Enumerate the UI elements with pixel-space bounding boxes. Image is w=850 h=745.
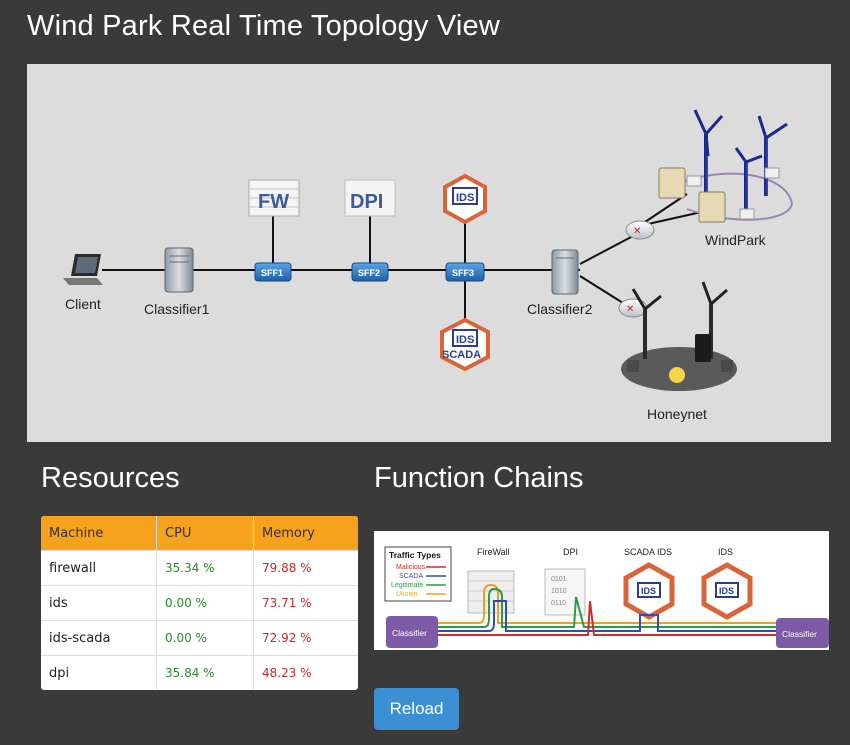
legend-item: Ukown (396, 591, 446, 598)
fw-label: FW (258, 191, 289, 213)
memory-cell: 72.92 % (253, 620, 358, 656)
table-row: firewall 35.34 % 79.88 % (41, 550, 358, 586)
function-chains-title: Function Chains (374, 462, 584, 494)
classifier2-server-icon[interactable] (551, 249, 579, 295)
fc-ids-badge: IDS (719, 586, 734, 596)
ids-scada-label-top: IDS (456, 334, 474, 346)
classifier2-label: Classifier2 (527, 301, 593, 317)
legend-title: Traffic Types (389, 550, 441, 560)
table-row: dpi 35.84 % 48.23 % (41, 655, 358, 690)
sff2-switch-icon[interactable]: SFF2 (351, 262, 389, 282)
sff2-label: SFF2 (358, 268, 380, 278)
col-cpu: CPU (156, 516, 254, 551)
cpu-cell: 35.84 % (156, 655, 254, 690)
fc-classifier-right: Classifier (776, 618, 829, 648)
cpu-cell: 0.00 % (156, 620, 254, 656)
ids-label: IDS (456, 192, 474, 204)
machine-cell: dpi (41, 655, 157, 690)
fc-classifier-right-label: Classifier (782, 629, 817, 639)
sff1-label: SFF1 (261, 268, 283, 278)
traffic-lines (438, 583, 776, 636)
honeynet-cluster[interactable] (621, 281, 737, 391)
traffic-types-legend: Traffic Types Malicious SCADA Legitimate… (384, 546, 452, 602)
col-memory: Memory (253, 516, 358, 551)
windpark-router-icon[interactable]: ✕ (625, 220, 655, 240)
memory-cell: 79.88 % (253, 550, 358, 586)
resources-table: Machine CPU Memory firewall 35.34 % 79.8… (41, 516, 358, 690)
client-label: Client (65, 296, 101, 312)
fc-ids-hexagon-icon: IDS (701, 562, 753, 620)
legend-label: Ukown (396, 591, 418, 598)
sff3-label: SFF3 (452, 268, 474, 278)
page-title: Wind Park Real Time Topology View (27, 10, 500, 42)
fc-scada-ids-badge: IDS (641, 586, 656, 596)
fc-ids-label: IDS (718, 547, 733, 557)
machine-cell: firewall (41, 550, 157, 586)
sff3-switch-icon[interactable]: SFF3 (445, 262, 485, 282)
fc-firewall-icon (467, 570, 515, 614)
svg-text:✕: ✕ (633, 226, 641, 237)
dpi-digits-top: 0101 (551, 576, 567, 583)
sff1-switch-icon[interactable]: SFF1 (254, 262, 292, 282)
cpu-cell: 0.00 % (156, 585, 254, 621)
legend-item: Legitimate (391, 582, 446, 589)
function-chains-diagram: Traffic Types Malicious SCADA Legitimate… (374, 531, 829, 650)
legend-label: Malicious (396, 564, 426, 571)
svg-text:✕: ✕ (626, 304, 634, 315)
dpi-digits-bot: 0110 (551, 600, 566, 607)
fc-firewall-label: FireWall (477, 547, 510, 557)
machine-cell: ids-scada (41, 620, 157, 656)
fc-dpi-label: DPI (563, 547, 578, 557)
topology-view: Client Classifier1 SFF1 SFF2 SFF3 FW (27, 64, 831, 442)
ids-scada-hexagon-icon[interactable]: IDS SCADA (440, 317, 490, 372)
windpark-label: WindPark (705, 232, 767, 248)
windpark-cluster[interactable] (658, 109, 794, 223)
fc-scada-ids-hexagon-icon: IDS (623, 562, 675, 620)
client-laptop-icon[interactable] (63, 254, 103, 285)
resources-title: Resources (41, 462, 180, 494)
ids-scada-label-bottom: SCADA (442, 349, 481, 361)
legend-item: Malicious (396, 564, 446, 571)
table-row: ids-scada 0.00 % 72.92 % (41, 620, 358, 656)
table-row: ids 0.00 % 73.71 % (41, 585, 358, 621)
fc-dpi-icon: 0101 1010 0110 (544, 568, 586, 616)
fc-scada-ids-label: SCADA IDS (624, 547, 672, 557)
legend-label: SCADA (399, 573, 423, 580)
memory-cell: 73.71 % (253, 585, 358, 621)
ids-hexagon-icon[interactable]: IDS (443, 173, 487, 225)
legend-label: Legitimate (391, 582, 423, 589)
honeynet-label: Honeynet (647, 406, 707, 422)
dpi-icon[interactable]: DPI (344, 179, 396, 217)
reload-button[interactable]: Reload (374, 688, 459, 730)
classifier1-server-icon[interactable] (164, 247, 194, 293)
legend-item: SCADA (399, 573, 446, 580)
dpi-label: DPI (350, 191, 383, 213)
fc-classifier-left: Classifier (386, 616, 438, 648)
firewall-icon[interactable]: FW (248, 179, 300, 217)
memory-cell: 48.23 % (253, 655, 358, 690)
classifier1-label: Classifier1 (144, 301, 210, 317)
machine-cell: ids (41, 585, 157, 621)
fc-classifier-left-label: Classifier (392, 628, 427, 638)
cpu-cell: 35.34 % (156, 550, 254, 586)
resources-header-row: Machine CPU Memory (41, 516, 358, 551)
dpi-digits-mid: 1010 (551, 588, 567, 595)
col-machine: Machine (41, 516, 157, 551)
